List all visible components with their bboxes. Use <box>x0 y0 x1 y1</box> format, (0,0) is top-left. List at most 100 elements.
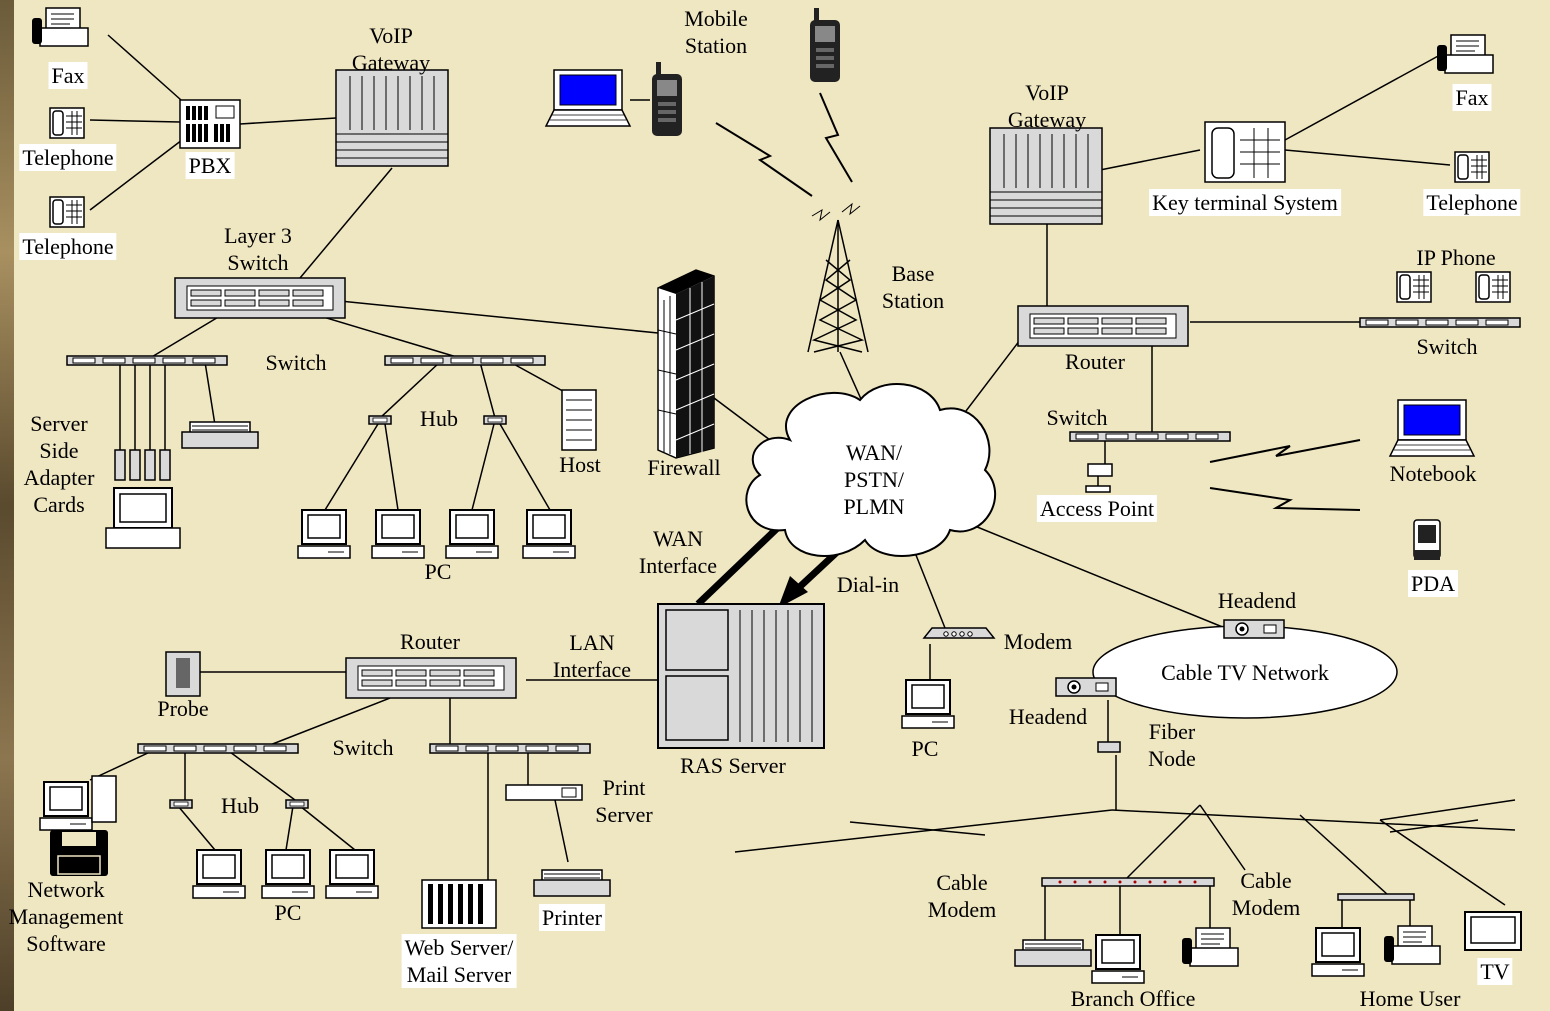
hub-bottom-label: Hub <box>221 793 259 818</box>
pbx-device <box>179 99 241 149</box>
switch-ap-label: Switch <box>1046 405 1108 430</box>
modem-label: Modem <box>1003 629 1073 654</box>
notebook-device <box>1389 399 1475 457</box>
key-terminal-label: Key terminal System <box>1149 189 1341 216</box>
hub-bottom-left-device <box>169 799 193 809</box>
ip-phone-label: IP Phone <box>1416 245 1496 270</box>
mobile-laptop-device <box>545 69 631 127</box>
firewall-device <box>657 269 715 459</box>
dial-in-label: Dial-in <box>836 572 900 597</box>
headend-bottom-label: Headend <box>1008 704 1088 729</box>
fax-right-device <box>1436 34 1494 74</box>
telephone-left-2-label: Telephone <box>19 233 117 260</box>
fax-right-label: Fax <box>1452 84 1492 111</box>
firewall-label: Firewall <box>647 455 721 480</box>
layer3-switch-device <box>174 277 346 319</box>
pc-top-label: PC <box>424 559 452 584</box>
telephone-right-device <box>1454 151 1490 183</box>
switch-top-center-label: Switch <box>265 350 327 375</box>
ras-server-label: RAS Server <box>680 753 786 778</box>
layer3-switch-label: Layer 3 Switch <box>224 223 292 275</box>
server-side-pc-device <box>105 487 181 549</box>
hub-top-label: Hub <box>420 406 458 431</box>
home-user-bus <box>1337 893 1415 901</box>
switch-left-device <box>66 355 228 366</box>
switch-right-label: Switch <box>1416 334 1478 359</box>
network-mgmt-pc-device <box>39 775 117 831</box>
web-server-device <box>421 879 497 929</box>
notebook-label: Notebook <box>1389 461 1477 486</box>
probe-device <box>165 651 201 697</box>
router-right-device <box>1017 305 1189 347</box>
telephone-right-label: Telephone <box>1423 189 1521 216</box>
voip-gateway-left-device <box>335 69 449 167</box>
left-edge-strip <box>0 0 14 1011</box>
switch-bottom-right-device <box>429 743 591 754</box>
cable-modem-right-label: Cable Modem <box>1231 868 1301 920</box>
pda-label: PDA <box>1407 570 1459 597</box>
pbx-label: PBX <box>185 152 235 179</box>
ip-phone-right-device <box>1475 271 1511 303</box>
voip-gateway-left-label: VoIP Gateway <box>351 23 431 75</box>
floppy-icon <box>50 830 108 876</box>
switch-bottom-label: Switch <box>332 735 394 760</box>
router-bottom-label: Router <box>400 629 460 654</box>
pc-bottom-label: PC <box>274 900 302 925</box>
pc-top-row <box>297 509 576 559</box>
branch-office-devices <box>1014 927 1239 984</box>
telephone-left-1-device <box>49 107 85 139</box>
host-device <box>561 389 597 451</box>
voip-gateway-right-label: VoIP Gateway <box>1007 80 1087 132</box>
fiber-node-device <box>1097 741 1121 753</box>
router-bottom-device <box>345 657 517 699</box>
branch-office-bus <box>1041 877 1215 887</box>
connection-lines <box>89 34 1516 945</box>
switch-bottom-left-device <box>137 743 299 754</box>
mobile-phone-2-device <box>810 8 840 82</box>
base-station-tower <box>807 202 869 353</box>
switch-printer-device <box>181 421 259 449</box>
switch-ap-device <box>1069 431 1231 442</box>
printer-device <box>533 869 611 897</box>
web-server-label: Web Server/ Mail Server <box>401 934 517 988</box>
tv-label: TV <box>1477 958 1513 985</box>
print-server-device <box>505 784 583 801</box>
mobile-phone-1-device <box>652 62 682 136</box>
home-user-label: Home User <box>1359 986 1461 1011</box>
base-station-label: Base Station <box>881 261 945 313</box>
cable-modem-left-label: Cable Modem <box>927 870 997 922</box>
wan-cloud <box>745 383 996 557</box>
cable-tv-label: Cable TV Network <box>1161 660 1329 685</box>
mobile-station-label: Mobile Station <box>684 6 748 58</box>
wireless-bolts <box>715 92 1361 511</box>
server-side-label: Server Side Adapter Cards <box>23 411 95 517</box>
fax-left-label: Fax <box>48 62 88 89</box>
telephone-left-1-label: Telephone <box>19 144 117 171</box>
hub-bottom-right-device <box>285 799 309 809</box>
fax-left-device <box>31 7 89 47</box>
print-server-label: Print Server <box>595 775 653 827</box>
pc-modem-device <box>901 679 955 729</box>
modem-device <box>923 627 995 639</box>
pda-device <box>1413 519 1441 560</box>
probe-label: Probe <box>157 696 209 721</box>
lan-interface-label: LAN Interface <box>552 630 632 682</box>
fiber-node-label: Fiber Node <box>1148 719 1196 771</box>
branch-office-label: Branch Office <box>1070 986 1196 1011</box>
ras-server-device <box>657 603 825 749</box>
switch-top-center-device <box>384 355 546 366</box>
key-terminal-device <box>1204 121 1286 183</box>
hub-top-right-device <box>483 415 507 425</box>
printer-label: Printer <box>539 904 605 931</box>
headend-bottom-device <box>1055 677 1117 697</box>
pc-modem-label: PC <box>911 736 939 761</box>
hub-top-left-device <box>368 415 392 425</box>
wan-cloud-label: WAN/ PSTN/ PLMN <box>843 440 905 519</box>
voip-gateway-right-device <box>989 127 1103 225</box>
telephone-left-2-device <box>49 196 85 228</box>
adapter-cards <box>114 449 171 481</box>
network-mgmt-label: Network Management Software <box>8 877 124 956</box>
access-point-device <box>1085 463 1113 493</box>
